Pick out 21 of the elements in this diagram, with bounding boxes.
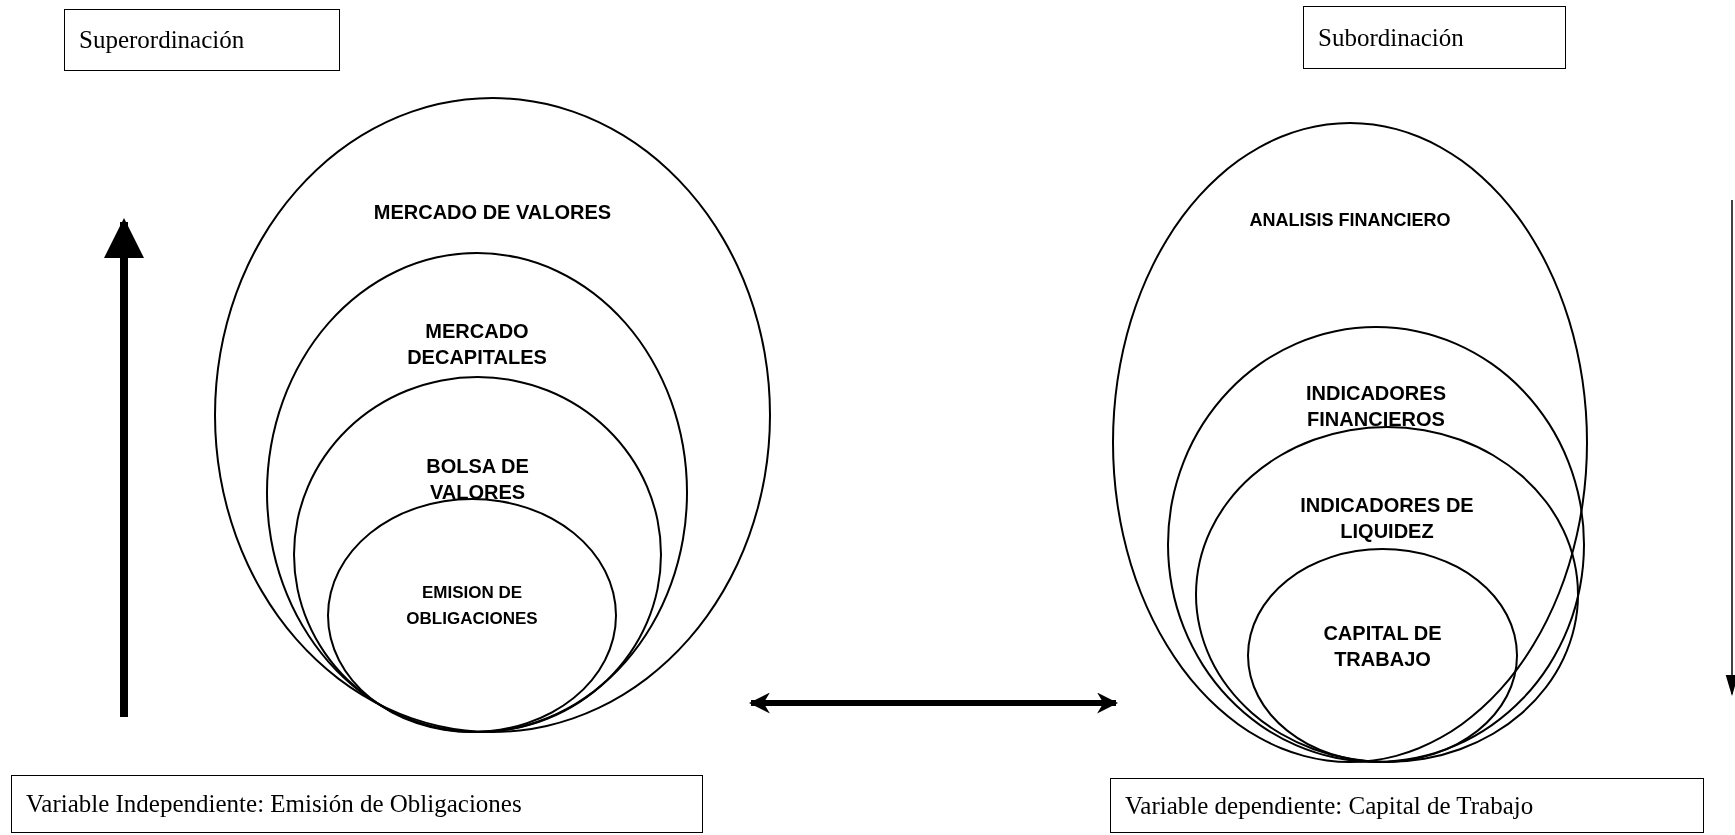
ellipse-label: BOLSA DE VALORES xyxy=(425,454,530,505)
ellipse-label: MERCADO DECAPITALES xyxy=(406,319,548,370)
ellipse xyxy=(1112,122,1588,763)
ellipse xyxy=(327,498,617,733)
text-box: Variable dependiente: Capital de Trabajo xyxy=(1110,778,1704,833)
ellipse xyxy=(293,376,662,733)
ellipse-label: ANALISIS FINANCIERO xyxy=(1248,209,1452,232)
ellipse-label: INDICADORES DE LIQUIDEZ xyxy=(1299,493,1475,544)
ellipse-label: MERCADO DE VALORES xyxy=(372,200,613,225)
ellipse xyxy=(1247,548,1518,763)
double-arrow xyxy=(748,692,1119,714)
ellipse xyxy=(1167,326,1585,763)
ellipse xyxy=(214,97,771,733)
text-box: Superordinación xyxy=(64,9,340,71)
text-box: Variable Independiente: Emisión de Obligaciones xyxy=(11,775,703,833)
ellipse-label: EMISION DE OBLIGACIONES xyxy=(405,582,539,630)
ellipse xyxy=(1195,426,1579,763)
ellipse-label: INDICADORES FINANCIEROS xyxy=(1305,381,1447,432)
text-box: Subordinación xyxy=(1303,6,1566,69)
ellipse xyxy=(266,252,688,733)
ellipse-label: CAPITAL DE TRABAJO xyxy=(1322,621,1443,672)
